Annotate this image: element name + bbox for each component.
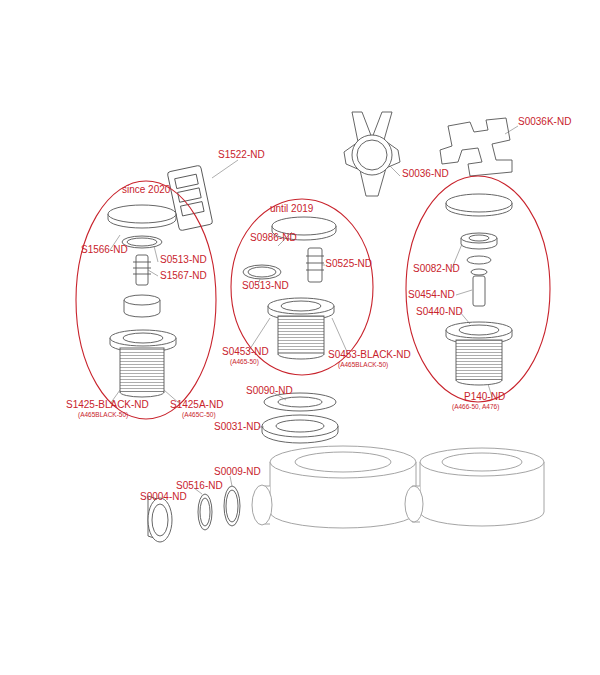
wrench xyxy=(344,112,400,196)
part-number: S1425-BLACK-ND xyxy=(66,399,149,410)
part-number: S0082-ND xyxy=(413,263,460,274)
part-number: S0513-ND xyxy=(242,280,289,291)
period-note: since 2020 xyxy=(122,184,170,195)
part-number: S0036-ND xyxy=(402,168,449,179)
part-number: P140-ND xyxy=(464,391,505,402)
part-number: S0090-ND xyxy=(246,385,293,396)
part-number: S1567-ND xyxy=(160,270,207,281)
part-number: S1522-ND xyxy=(218,149,265,160)
model-code: (A465BLACK-50) xyxy=(78,411,128,418)
plate-key xyxy=(440,118,512,176)
part-number: S0453-BLACK-ND xyxy=(328,349,411,360)
group-ellipse: S0082-ND S0454-ND S0440-ND xyxy=(405,175,551,403)
part-number: S0031-ND xyxy=(214,421,261,432)
part-number: S0036K-ND xyxy=(518,116,571,127)
part-number: S0986-ND xyxy=(250,232,297,243)
part-number: S1425A-ND xyxy=(170,399,223,410)
siphon-body xyxy=(252,446,544,528)
part-number: S0525-ND xyxy=(325,258,372,269)
ellipse-outline xyxy=(75,180,217,420)
part-number: S0004-ND xyxy=(140,491,187,502)
model-code: (A465C-50) xyxy=(182,411,216,418)
click-clack-set-2020 xyxy=(108,205,176,397)
part-number: S0453-ND xyxy=(222,346,269,357)
part-number: S0440-ND xyxy=(416,306,463,317)
gaskets xyxy=(262,393,338,443)
click-clack-set-2019 xyxy=(243,217,336,359)
drain-set-p140 xyxy=(446,194,512,385)
group-ellipse: since 2020S1566-ND S0513-ND S1567-ND xyxy=(75,180,217,420)
part-number: S1566-ND xyxy=(81,244,128,255)
model-code: (A465BLACK-50) xyxy=(338,361,388,368)
model-code: (A465-50) xyxy=(230,358,259,365)
period-note: until 2019 xyxy=(270,203,313,214)
model-code: (A466-50, A476) xyxy=(452,403,499,410)
part-number: S0516-ND xyxy=(176,480,223,491)
part-number: S0009-ND xyxy=(214,466,261,477)
part-number: S0513-ND xyxy=(160,254,207,265)
part-number: S0454-ND xyxy=(408,289,455,300)
leader-lines xyxy=(110,126,518,499)
